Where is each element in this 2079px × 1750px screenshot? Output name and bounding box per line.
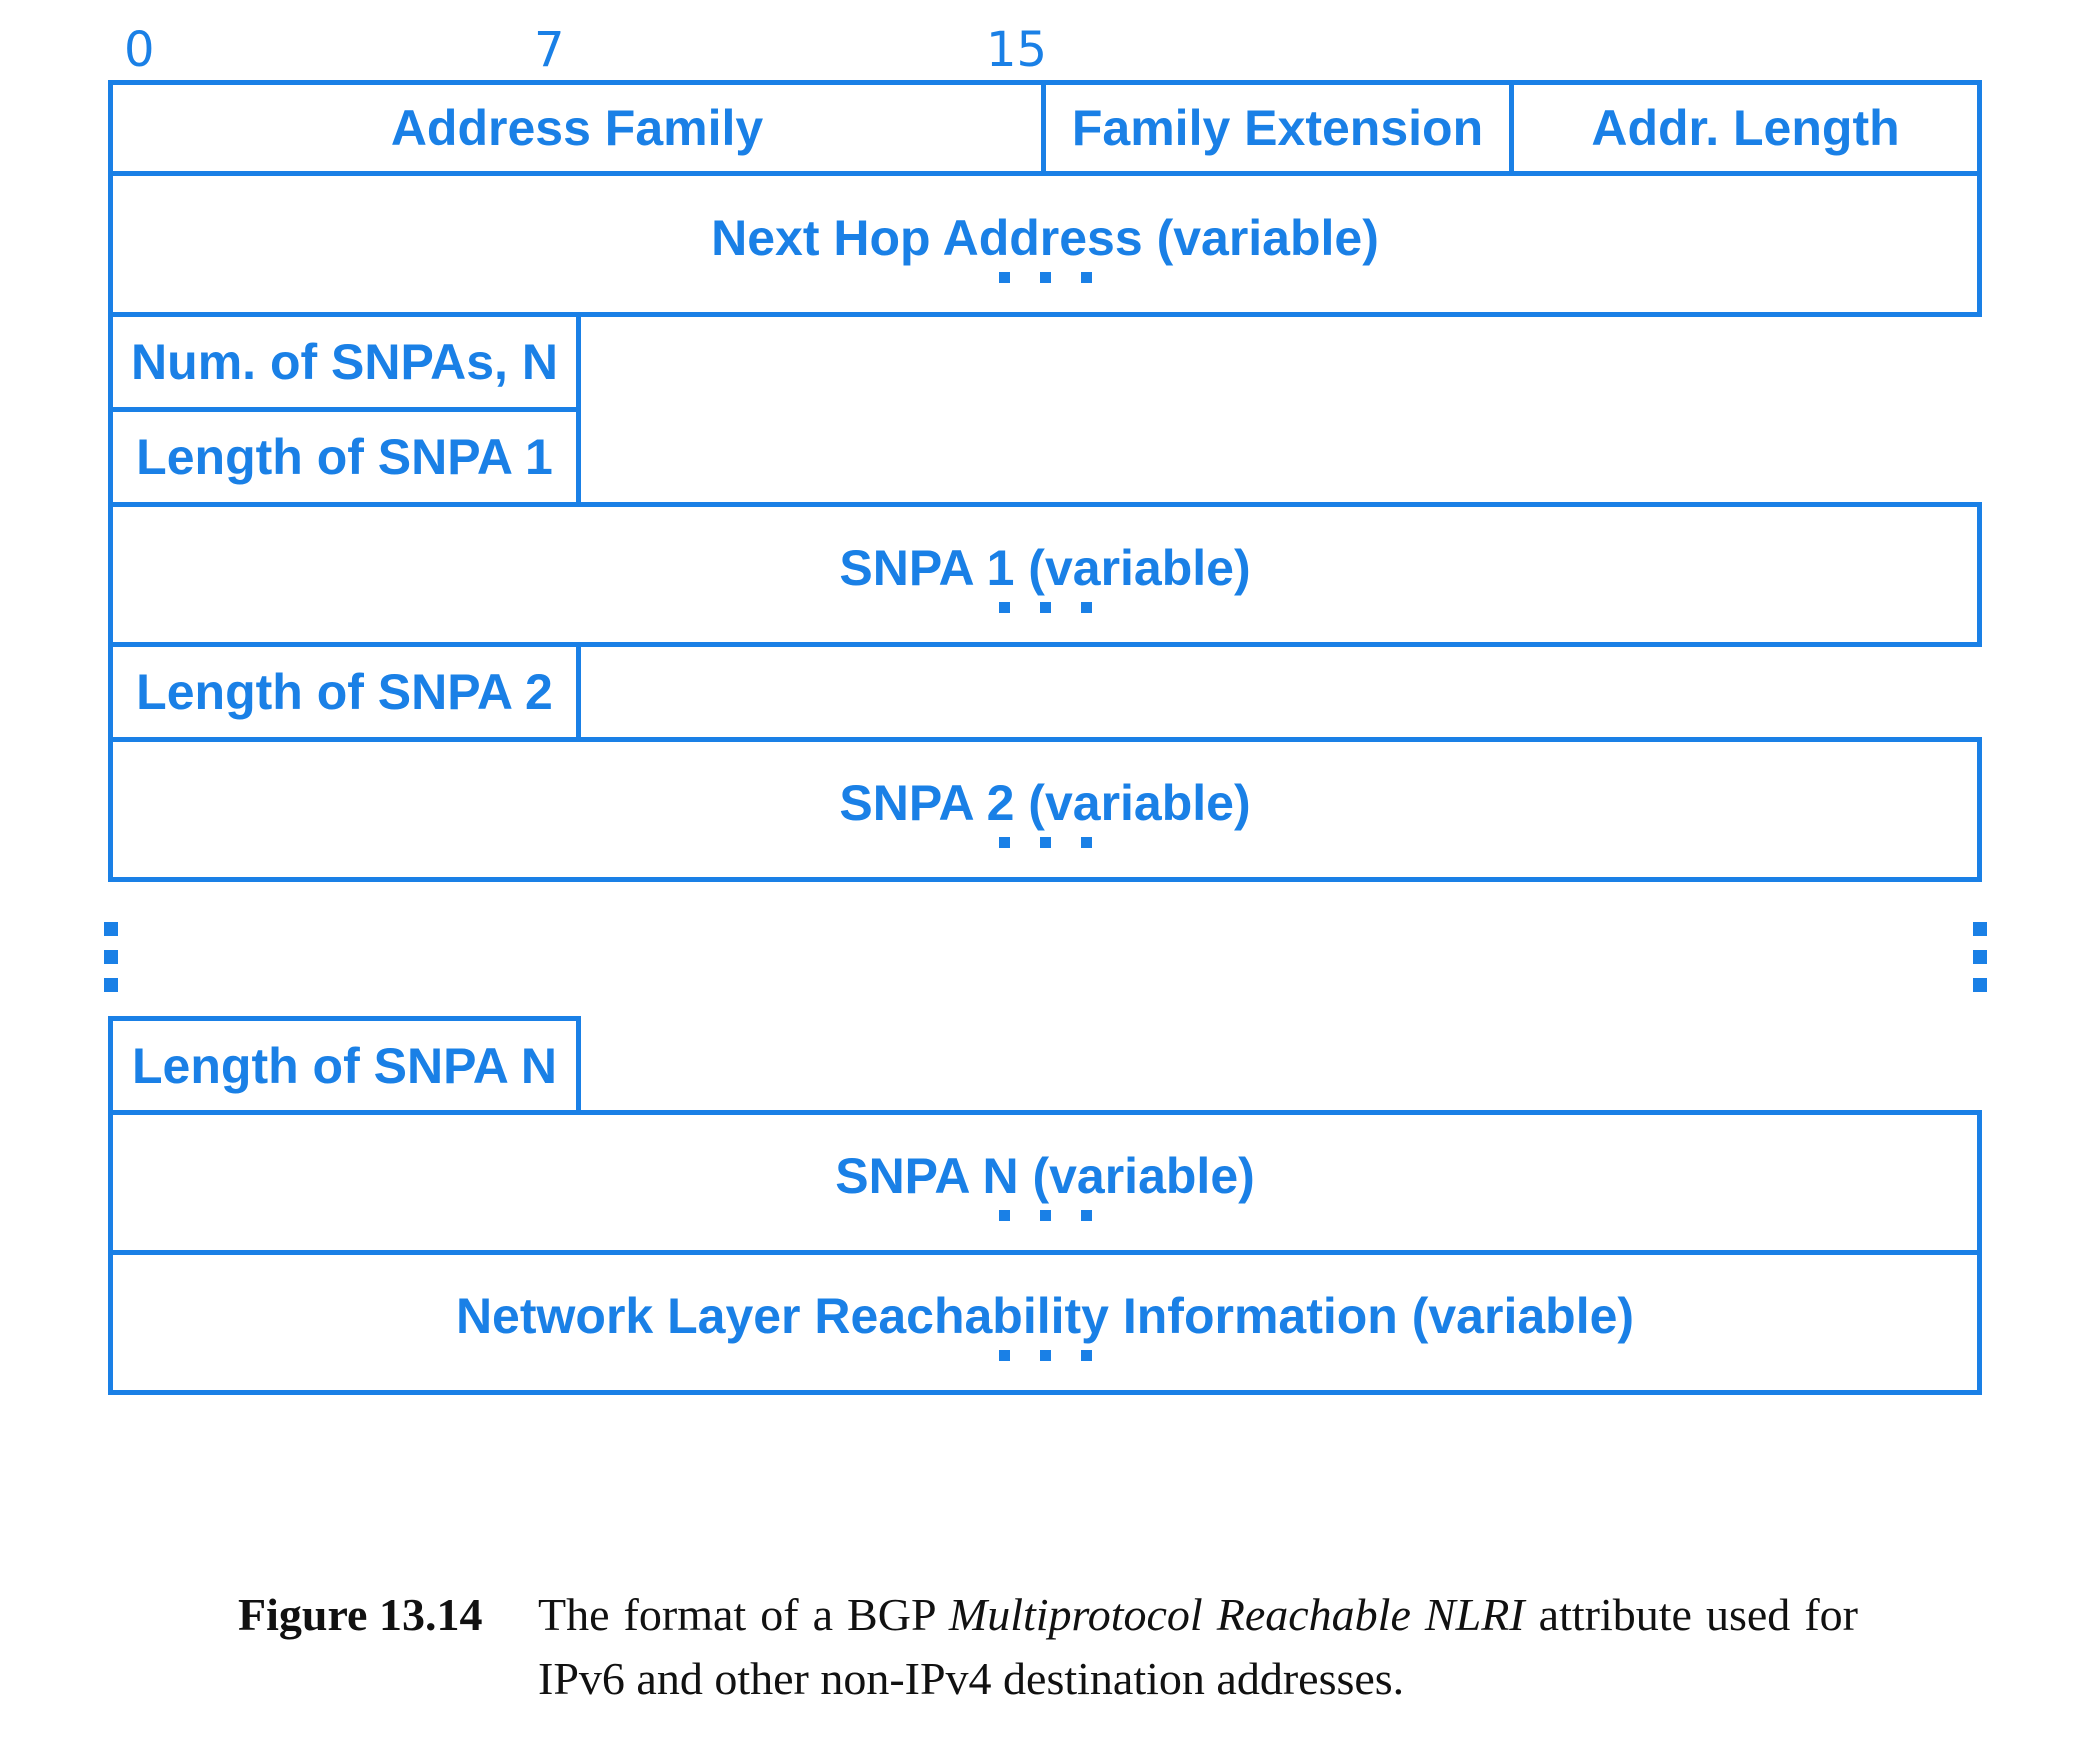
family-extension-label: Family Extension <box>1071 100 1484 156</box>
family-extension-field: Family Extension <box>1041 80 1514 176</box>
addr-length-field: Addr. Length <box>1509 80 1982 176</box>
snpa-1-label: SNPA 1 (variable) <box>839 540 1251 596</box>
vertical-ellipsis-left <box>104 922 118 992</box>
continuation-dots <box>113 602 1977 613</box>
caption-text: The format of a BGP Multiprotocol Reacha… <box>538 1583 1858 1711</box>
next-hop-address-label: Next Hop Address (variable) <box>711 210 1379 266</box>
num-snpas-field: Num. of SNPAs, N <box>108 312 581 412</box>
snpa-2-field: SNPA 2 (variable) <box>108 737 1982 882</box>
caption-text-italic: Multiprotocol Reachable NLRI <box>948 1589 1525 1640</box>
snpa-1-field: SNPA 1 (variable) <box>108 502 1982 647</box>
vertical-ellipsis-right <box>1973 922 1987 992</box>
bit-tick-15: 15 <box>986 22 1048 78</box>
num-snpas-label: Num. of SNPAs, N <box>131 334 558 390</box>
nlri-field: Network Layer Reachability Information (… <box>108 1250 1982 1395</box>
snpa-n-label: SNPA N (variable) <box>835 1148 1255 1204</box>
snpa-2-label: SNPA 2 (variable) <box>839 775 1251 831</box>
nlri-label: Network Layer Reachability Information (… <box>455 1288 1635 1344</box>
length-snpa-1-label: Length of SNPA 1 <box>136 429 553 485</box>
continuation-dots <box>113 1210 1977 1221</box>
caption-text-after: attribute used for IPv6 and other non-IP… <box>538 1589 1858 1704</box>
length-snpa-1-field: Length of SNPA 1 <box>108 407 581 507</box>
length-snpa-n-label: Length of SNPA N <box>132 1038 557 1094</box>
continuation-dots <box>113 272 1977 283</box>
figure-number: Figure 13.14 <box>238 1589 483 1640</box>
address-family-field: Address Family <box>108 80 1046 176</box>
addr-length-label: Addr. Length <box>1591 100 1900 156</box>
continuation-dots <box>113 837 1977 848</box>
bit-tick-0: 0 <box>124 22 155 78</box>
length-snpa-2-label: Length of SNPA 2 <box>136 664 553 720</box>
snpa-n-field: SNPA N (variable) <box>108 1110 1982 1255</box>
address-family-label: Address Family <box>390 100 764 156</box>
length-snpa-2-field: Length of SNPA 2 <box>108 642 581 742</box>
continuation-dots <box>113 1350 1977 1361</box>
bit-tick-7: 7 <box>534 22 565 78</box>
caption-text-before: The format of a BGP <box>538 1589 949 1640</box>
length-snpa-n-field: Length of SNPA N <box>108 1016 581 1116</box>
next-hop-address-field: Next Hop Address (variable) <box>108 171 1982 317</box>
